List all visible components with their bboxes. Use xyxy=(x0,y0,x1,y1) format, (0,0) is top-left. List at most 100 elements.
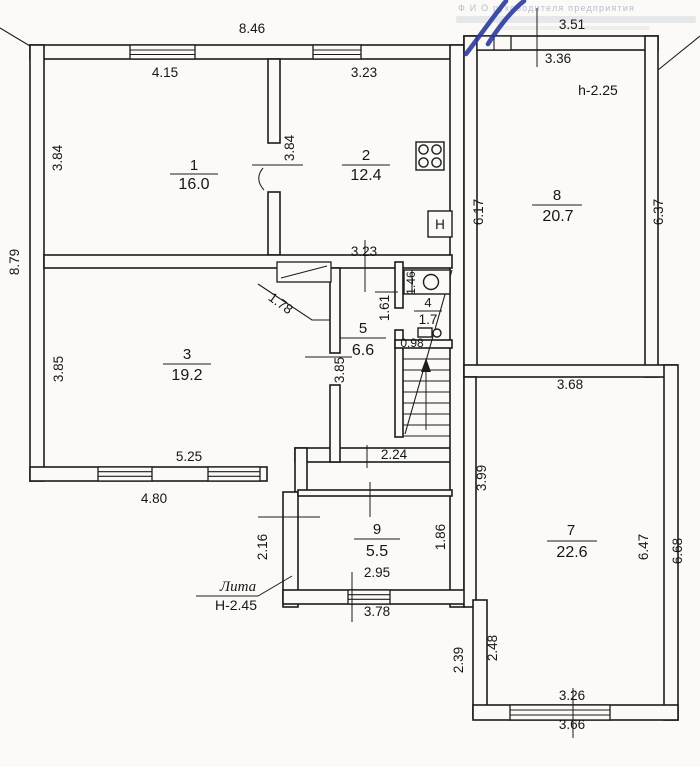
room-area: 20.7 xyxy=(542,208,573,225)
wall-main-top xyxy=(29,44,474,60)
wall-room8-room7-divider xyxy=(463,364,678,378)
wall-hall-bottom xyxy=(294,447,465,463)
diagonal-wall xyxy=(257,283,330,321)
window xyxy=(97,466,153,482)
dim-porch-left: 2.16 xyxy=(255,534,270,560)
room-number: 3 xyxy=(183,346,191,363)
room-number: 8 xyxy=(553,187,561,204)
dim-room2-width: 3.23 xyxy=(351,65,377,80)
litera-leader-line xyxy=(196,575,293,597)
fixtures: Н xyxy=(403,141,453,338)
diagonal-partition xyxy=(257,283,330,321)
room-number: 4 xyxy=(424,295,431,310)
room-number: 2 xyxy=(362,147,370,164)
door-swing-arc xyxy=(258,167,265,191)
dim-ext-left-outer: 2.39 xyxy=(451,647,466,673)
room-label-7: 7 22.6 xyxy=(547,522,597,561)
room-label-3: 3 19.2 xyxy=(163,346,211,384)
dim-room8-left: 6.17 xyxy=(471,199,486,225)
dim-room7-right-outer: 6.68 xyxy=(670,538,685,564)
room-area: 19.2 xyxy=(171,367,202,384)
dim-room7-top: 3.68 xyxy=(557,377,583,392)
room-label-1: 1 16.0 xyxy=(170,157,218,193)
dim-top-overall: 8.46 xyxy=(239,21,265,36)
window xyxy=(347,589,391,605)
stair-arrow-head xyxy=(421,358,431,372)
wall-room3-room5-lower xyxy=(329,384,341,463)
dim-room1-height: 3.84 xyxy=(50,144,65,171)
room8-height-note: h-2.25 xyxy=(578,82,618,98)
room-number: 5 xyxy=(359,320,367,337)
signature-stroke xyxy=(463,0,509,57)
wall-porch-top xyxy=(297,489,453,497)
stove-icon xyxy=(415,141,445,171)
dim-wc-146: 1.46 xyxy=(404,271,418,295)
stamp-text: Ф И О руководителя предприятия xyxy=(458,3,635,13)
dim-room9-bottom-outer: 3.78 xyxy=(364,604,390,619)
dim-room3-height: 3.85 xyxy=(51,356,66,382)
dim-ext-bottom-inner: 3.26 xyxy=(559,688,585,703)
room-label-8: 8 20.7 xyxy=(532,187,582,225)
leader-top-right xyxy=(657,35,700,71)
dimension-ticks xyxy=(351,8,574,738)
room-labels: 1 16.0 2 12.4 3 19.2 4 1.7 5 6.6 7 22.6 xyxy=(163,147,597,561)
dim-room9-bottom-inner: 2.95 xyxy=(364,565,390,580)
room-label-4: 4 1.7 xyxy=(414,295,442,327)
litera-height-label: Н-2.45 xyxy=(215,597,257,613)
stamp-smear xyxy=(456,16,696,23)
window xyxy=(509,704,611,721)
leader-lines xyxy=(0,27,700,71)
window xyxy=(312,44,362,60)
dim-wc-098: 0.98 xyxy=(400,336,424,350)
wall-wc-bottom xyxy=(394,339,453,349)
wall-room3-room5-upper xyxy=(329,267,341,354)
room-number: 9 xyxy=(373,521,381,538)
dim-diagonal: 1.78 xyxy=(266,290,296,318)
stairs xyxy=(403,269,453,437)
dim-hall-161: 1.61 xyxy=(377,295,392,321)
room-label-2: 2 12.4 xyxy=(342,147,390,184)
dim-room8-right: 6.37 xyxy=(651,199,666,225)
window xyxy=(207,466,261,482)
dim-left-overall: 8.79 xyxy=(7,249,22,275)
windows xyxy=(97,35,611,721)
dim-room3-width: 5.25 xyxy=(176,449,202,464)
wall-horizontal-divider xyxy=(43,254,453,269)
room-label-9: 9 5.5 xyxy=(354,521,400,560)
door-marks xyxy=(252,164,352,518)
toilet-icon xyxy=(403,269,451,295)
dim-room1-width: 4.15 xyxy=(152,65,178,80)
signature-stroke xyxy=(485,0,527,47)
dim-room9-right: 1.86 xyxy=(433,524,448,550)
room-area: 12.4 xyxy=(350,167,381,184)
litera-annotation: Лита Н-2.45 xyxy=(196,575,293,613)
vent-shaft xyxy=(276,261,332,283)
wall-step xyxy=(294,447,308,493)
wall-main-left xyxy=(29,44,45,482)
wall-porch-left xyxy=(282,491,299,608)
dim-hall-top: 3.23 xyxy=(351,244,377,259)
wall-room1-room2-upper xyxy=(267,58,281,144)
room-label-5: 5 6.6 xyxy=(340,320,386,359)
dim-ext-left-inner: 2.48 xyxy=(485,635,500,661)
dim-stair-width: 2.24 xyxy=(381,447,408,462)
room-area: 16.0 xyxy=(178,176,209,193)
room-area: 5.5 xyxy=(366,543,388,560)
wall-room1-room2-lower xyxy=(267,191,281,256)
dim-room7-left: 3.99 xyxy=(474,465,489,491)
dim-room5-height: 3.85 xyxy=(332,357,347,383)
boiler-label: Н xyxy=(435,217,445,232)
room-number: 1 xyxy=(190,157,198,174)
dim-room7-right-inner: 6.47 xyxy=(636,534,651,560)
room-number: 7 xyxy=(567,522,575,539)
pen-marks xyxy=(463,0,527,57)
wall-room7-left xyxy=(463,376,477,608)
boiler-box: Н xyxy=(427,210,453,238)
dim-annex-top-inner: 3.36 xyxy=(545,51,571,66)
dim-bottom-outer: 4.80 xyxy=(141,491,167,506)
leader-top-left xyxy=(0,27,31,47)
dim-room2-height: 3.84 xyxy=(282,134,297,161)
wall-wc-left-upper xyxy=(394,261,404,309)
